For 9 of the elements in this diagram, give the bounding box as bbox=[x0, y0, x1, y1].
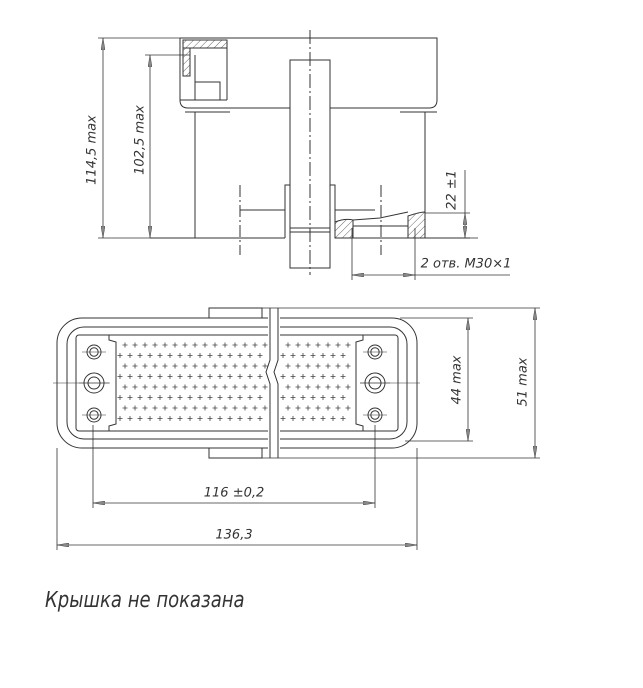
dimension-label: 22 ±1 bbox=[446, 170, 458, 210]
dimension-label: 136,3 bbox=[215, 528, 253, 542]
note-text: Крышка не показана bbox=[45, 588, 245, 613]
dimension-label: 102,5 max bbox=[134, 105, 146, 175]
dimension-label: 116 ±0,2 bbox=[204, 486, 264, 500]
dimension-label: 51 max bbox=[516, 358, 530, 406]
dimension-label: 114,5 max bbox=[86, 115, 98, 185]
dimension-label: 2 отв. М30×1 bbox=[420, 258, 512, 270]
dimension-label: 44 max bbox=[450, 356, 464, 404]
